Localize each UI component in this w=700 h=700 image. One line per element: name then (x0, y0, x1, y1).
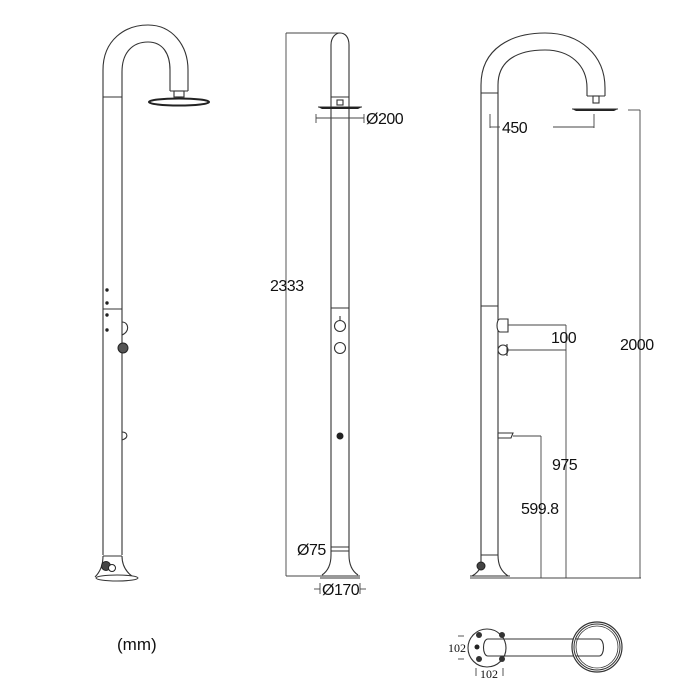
dim-foot-tap-height: 599.8 (521, 501, 559, 518)
valve-icon (121, 321, 129, 336)
dim-pipe-diameter: Ø75 (297, 542, 326, 559)
gooseneck-outer (102, 24, 189, 97)
gooseneck-inner (497, 49, 588, 96)
mixer-knob-icon (333, 341, 347, 355)
dim-valve-offset: 100 (551, 330, 577, 347)
dim-shower-head-diameter: Ø200 (366, 111, 404, 128)
mixer-knob-icon (117, 342, 129, 354)
dim-head-height: 2000 (620, 337, 654, 354)
dim-head-reach: 450 (502, 120, 528, 137)
gooseneck-inner (121, 41, 171, 97)
foot-tap-icon (497, 432, 514, 439)
front-view (285, 32, 366, 594)
units-label: (mm) (117, 635, 157, 654)
shower-head-icon (148, 97, 210, 107)
valve-icon (333, 319, 347, 333)
valve-icon (496, 318, 509, 333)
dim-valve-height: 975 (552, 457, 578, 474)
foot-tap-icon (336, 432, 344, 440)
dim-overall-height: 2333 (270, 278, 304, 295)
side-view-left (94, 24, 210, 582)
gooseneck-outer (480, 32, 606, 96)
dim-base-plate-width: 102 (480, 667, 498, 681)
top-view (458, 621, 623, 676)
side-view-dimensioned (470, 32, 641, 579)
foot-tap-icon (121, 431, 128, 441)
head-disc-icon (571, 621, 623, 673)
dim-base-plate-depth: 102 (448, 641, 466, 655)
dim-base-diameter: Ø170 (322, 582, 360, 599)
